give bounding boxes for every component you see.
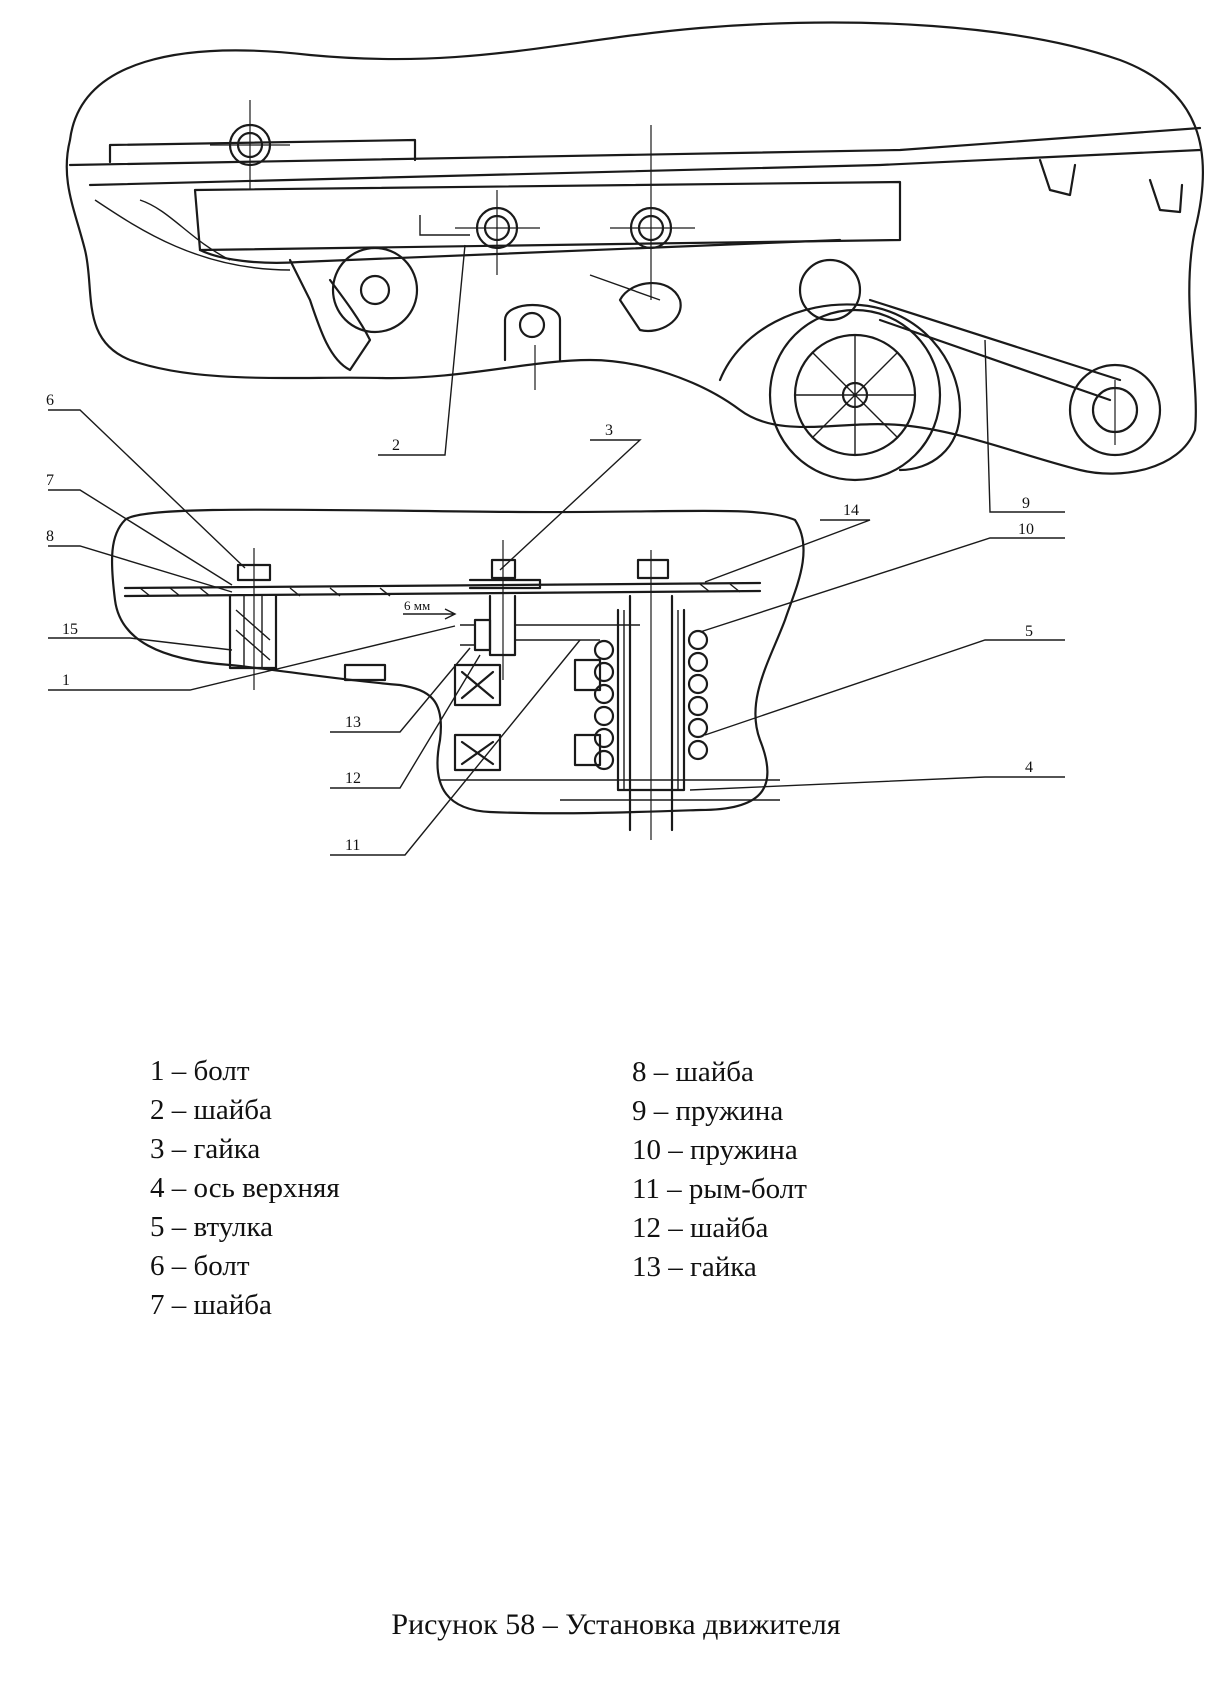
track-block-3: [453, 733, 502, 772]
bolt-right-head: [636, 558, 670, 580]
legend-item: 1 – болт: [150, 1055, 250, 1087]
mounting-plate: [123, 581, 762, 598]
callout-6: 6: [46, 392, 54, 409]
legend-item: 6 – болт: [150, 1250, 250, 1282]
frame-rail: [88, 148, 1202, 187]
axis-frame-bolt: [210, 100, 290, 190]
track-lugs: [1038, 158, 1184, 214]
leader-14: [704, 519, 871, 583]
callout-2: 2: [392, 437, 400, 454]
legend-item: 13 – гайка: [632, 1251, 757, 1283]
leader-5: [704, 639, 1065, 736]
legend-item: 9 – пружина: [632, 1095, 784, 1127]
callout-4: 4: [1025, 759, 1033, 776]
leader-15: [48, 637, 233, 651]
callout-10: 10: [1018, 521, 1034, 538]
track-block-4: [573, 658, 602, 767]
legend-item: 7 – шайба: [150, 1289, 272, 1321]
bolt-6-head: [236, 563, 272, 582]
nut-13: [460, 624, 475, 646]
spring-9: [593, 639, 615, 771]
leader-10: [699, 537, 1065, 633]
figure-caption: Рисунок 58 – Установка движителя: [391, 1608, 841, 1641]
washer-12: [473, 618, 492, 652]
centre-lug: [503, 303, 562, 362]
axis-bolt-left: [455, 190, 540, 275]
upper-view: [65, 21, 1205, 482]
rear-idler-wheel: [1068, 363, 1162, 457]
dimension-label: 6 мм: [404, 598, 430, 613]
leader-13: [330, 647, 471, 733]
slide-rail: [193, 180, 902, 252]
rear-swing-arm: [868, 298, 1122, 402]
legend-item: 12 – шайба: [632, 1212, 769, 1244]
lower-break-outline: [110, 508, 805, 815]
legend-item: 8 – шайба: [632, 1056, 754, 1088]
sleeve-left: [228, 594, 278, 670]
rail-slot: [419, 215, 470, 236]
leader-4: [689, 776, 1065, 791]
callout-8: 8: [46, 528, 54, 545]
leader-8: [48, 545, 233, 593]
suspension-arm-bracket: [288, 258, 372, 372]
callout-labels: 6 7 8 15 1 2 3 14 9 10 5 4 13 12 11 6 мм: [46, 392, 1034, 854]
legend-item: 4 – ось верхняя: [150, 1172, 340, 1204]
legend-left-column: 1 – болт 2 – шайба 3 – гайка 4 – ось вер…: [150, 1052, 340, 1325]
legend-item: 3 – гайка: [150, 1133, 261, 1165]
lower-view: [110, 508, 805, 840]
centre-lug-bolt: [518, 311, 546, 339]
callout-9: 9: [1022, 495, 1030, 512]
leader-1: [48, 625, 456, 691]
leader-lines: [48, 244, 1065, 856]
upper-break-outline: [65, 21, 1205, 475]
leader-2: [378, 244, 466, 456]
axis-bolt-right: [610, 125, 695, 300]
callout-15: 15: [62, 621, 78, 638]
callout-12: 12: [345, 770, 361, 787]
idler-wheel-left: [331, 246, 419, 334]
leader-11: [330, 639, 581, 856]
eye-bolt-11: [515, 624, 640, 641]
spring-10: [687, 629, 709, 761]
track-block-1: [343, 663, 387, 682]
upper-roller: [798, 258, 862, 322]
bushing-5-inner: [623, 610, 679, 790]
rear-wheel-housing: [718, 303, 962, 472]
leader-6: [48, 409, 246, 569]
legend-item: 10 – пружина: [632, 1134, 798, 1166]
rear-drive-wheel: [768, 308, 942, 482]
washer-2: [468, 578, 542, 590]
legend-item: 2 – шайба: [150, 1094, 272, 1126]
slide-rail-lower: [198, 238, 842, 264]
frame-top-bar: [68, 126, 1202, 167]
callout-7: 7: [46, 472, 54, 489]
leader-3: [499, 439, 642, 571]
idler-hub-left: [359, 274, 391, 306]
nut-3: [490, 558, 517, 580]
leader-12: [330, 654, 481, 789]
callout-1: 1: [62, 672, 70, 689]
callout-3: 3: [605, 422, 613, 439]
plate-hatch: [139, 583, 741, 597]
track-belt: [440, 779, 780, 801]
callout-5: 5: [1025, 623, 1033, 640]
legend-item: 5 – втулка: [150, 1211, 273, 1243]
legend-item: 11 – рым-болт: [632, 1173, 807, 1205]
wheel-spokes: [795, 335, 915, 455]
callout-11: 11: [345, 837, 360, 854]
callout-13: 13: [345, 714, 361, 731]
cam-link: [589, 274, 661, 301]
technical-drawing: 6 7 8 15 1 2 3 14 9 10 5 4 13 12 11 6 мм: [46, 21, 1205, 856]
sleeve-left-hatch: [235, 596, 271, 668]
leader-9: [984, 339, 1065, 513]
legend-right-column: 8 – шайба 9 – пружина 10 – пружина 11 – …: [632, 1053, 807, 1287]
callout-14: 14: [843, 502, 859, 519]
front-skid-curves: [94, 199, 291, 271]
cam-lever: [618, 282, 682, 333]
leader-7: [48, 489, 233, 586]
dimension-arrow: [403, 608, 457, 620]
